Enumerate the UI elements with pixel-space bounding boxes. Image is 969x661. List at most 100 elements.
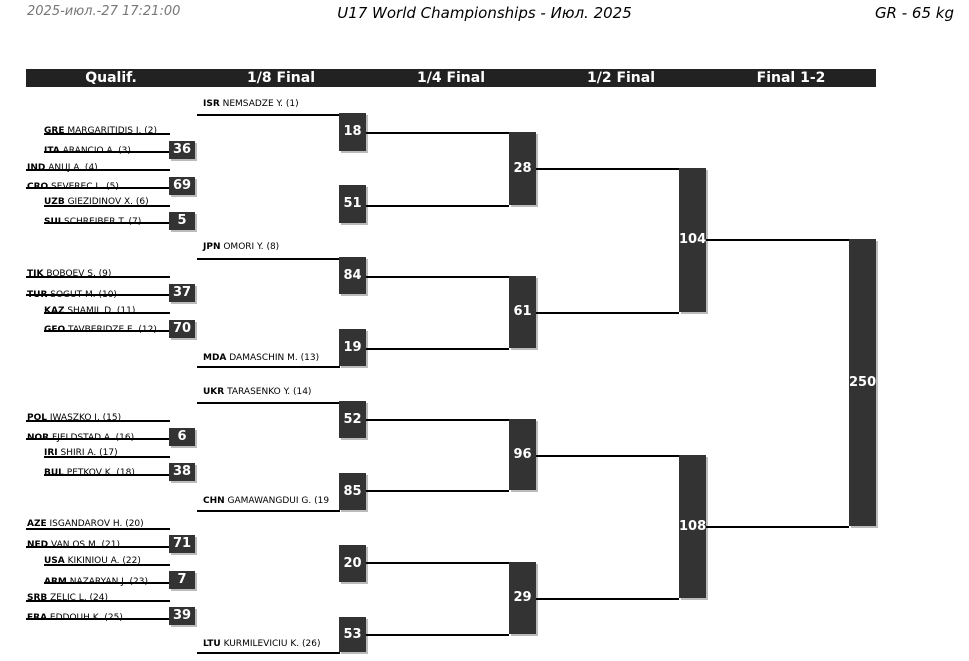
event-title: U17 World Championships - Июл. 2025 [337, 4, 632, 22]
round-header-bar: Qualif. 1/8 Final 1/4 Final 1/2 Final Fi… [26, 69, 876, 87]
athlete-label: ISR NEMSADZE Y. (1) [203, 98, 299, 111]
bracket-line [706, 526, 849, 528]
bracket-line [536, 168, 679, 170]
athlete-label: UKR TARASENKO Y. (14) [203, 386, 311, 399]
athlete-label: GRE MARGARITIDIS I. (2) [44, 125, 157, 138]
bracket-line [26, 528, 170, 530]
bout-number-qualif: 37 [169, 284, 195, 302]
athlete-label: CHN GAMAWANGDUI G. (19 [203, 495, 329, 508]
athlete-name: DAMASCHIN M. (13) [226, 353, 320, 363]
bracket-line [44, 222, 170, 224]
athlete-nation: ISR [203, 99, 220, 109]
bout-number-qf: 28 [509, 132, 536, 205]
athlete-label: TJK BOBOEV S. (9) [27, 268, 111, 281]
round-label-final: Final 1-2 [756, 70, 826, 86]
bout-number-sf: 108 [679, 455, 706, 598]
athlete-name: GIEZIDINOV X. (6) [64, 197, 149, 207]
athlete-name: SHIRI A. (17) [57, 448, 118, 458]
athlete-nation: SRB [27, 593, 48, 603]
bracket-line [197, 402, 340, 404]
bracket-line [197, 510, 340, 512]
bout-number-r16: 18 [339, 113, 366, 151]
weight-category: GR - 65 kg [874, 4, 954, 22]
athlete-label: KAZ SHAMIL D. (11) [44, 305, 135, 318]
bout-number-r16: 19 [339, 329, 366, 366]
bracket-line [197, 652, 340, 654]
athlete-name: GAMAWANGDUI G. (19 [224, 496, 330, 506]
bracket-line [26, 420, 170, 422]
bout-number-qualif: 7 [169, 571, 195, 589]
bracket-line [197, 258, 340, 260]
bracket-line [44, 205, 170, 207]
round-label-qf: 1/4 Final [416, 70, 486, 86]
bout-number-r16: 84 [339, 257, 366, 294]
athlete-name: SHAMIL D. (11) [64, 306, 136, 316]
bout-number-final: 250 [849, 239, 876, 526]
bracket-line [44, 474, 170, 476]
bout-number-r16: 85 [339, 473, 366, 510]
bout-number-qualif: 39 [169, 607, 195, 625]
bout-number-qualif: 69 [169, 177, 195, 195]
athlete-label: POL IWASZKO J. (15) [27, 412, 121, 425]
bracket-line [44, 564, 170, 566]
athlete-nation: UKR [203, 387, 225, 397]
round-label-r16: 1/8 Final [246, 70, 316, 86]
bout-number-sf: 104 [679, 168, 706, 312]
bracket-line [26, 600, 170, 602]
athlete-name: OMORI Y. (8) [220, 242, 280, 252]
athlete-name: KURMILEVICIU K. (26) [220, 639, 321, 649]
bracket-line [44, 312, 170, 314]
bout-number-qualif: 5 [169, 212, 195, 230]
athlete-label: MDA DAMASCHIN M. (13) [203, 352, 319, 365]
bout-number-qualif: 71 [169, 535, 195, 553]
bout-number-qualif: 38 [169, 463, 195, 481]
athlete-name: PETKOV K. (18) [63, 468, 135, 478]
athlete-nation: BUL [44, 468, 64, 478]
athlete-label: JPN OMORI Y. (8) [203, 241, 279, 254]
athlete-label: SRB ZELIC L. (24) [27, 592, 108, 605]
athlete-label: UZB GIEZIDINOV X. (6) [44, 196, 149, 209]
athlete-nation: MDA [203, 353, 227, 363]
bracket-line [44, 133, 170, 135]
bout-number-qf: 61 [509, 276, 536, 348]
bracket-line [44, 330, 170, 332]
athlete-label: NED VAN OS M. (21) [27, 539, 120, 552]
bout-number-r16: 51 [339, 185, 366, 223]
athlete-nation: JPN [203, 242, 221, 252]
bracket-line [706, 239, 849, 241]
athlete-name: ZELIC L. (24) [47, 593, 109, 603]
athlete-nation: USA [44, 556, 65, 566]
bout-number-qf: 29 [509, 562, 536, 634]
athlete-nation: IND [27, 163, 46, 173]
athlete-nation: POL [27, 413, 47, 423]
bracket-line [26, 169, 170, 171]
bout-number-qualif: 6 [169, 428, 195, 446]
athlete-name: BOBOEV S. (9) [43, 269, 112, 279]
athlete-label: AZE ISGANDAROV H. (20) [27, 518, 144, 531]
athlete-name: NEMSADZE Y. (1) [219, 99, 299, 109]
athlete-label: LTU KURMILEVICIU K. (26) [203, 638, 320, 651]
bracket-line [366, 132, 509, 134]
bout-number-r16: 53 [339, 617, 366, 652]
bracket-line [44, 456, 170, 458]
bracket-line [197, 114, 340, 116]
bracket-line [26, 618, 170, 620]
athlete-name: VAN OS M. (21) [48, 540, 120, 550]
athlete-nation: NED [27, 540, 49, 550]
athlete-nation: IRI [44, 448, 58, 458]
bracket-line [536, 312, 679, 314]
bracket-line [366, 419, 509, 421]
bracket-line [536, 455, 679, 457]
athlete-nation: AZE [27, 519, 47, 529]
bracket-line [26, 187, 170, 189]
athlete-label: TUR SOGUT M. (10) [27, 289, 117, 302]
athlete-nation: TJK [27, 269, 44, 279]
athlete-name: TARASENKO Y. (14) [224, 387, 312, 397]
athlete-label: USA KIKINIOU A. (22) [44, 555, 141, 568]
bracket-line [366, 634, 509, 636]
athlete-nation: LTU [203, 639, 221, 649]
athlete-name: ANUJ A. (4) [45, 163, 98, 173]
bracket-line [366, 562, 509, 564]
bracket-line [366, 276, 509, 278]
athlete-nation: CHN [203, 496, 225, 506]
